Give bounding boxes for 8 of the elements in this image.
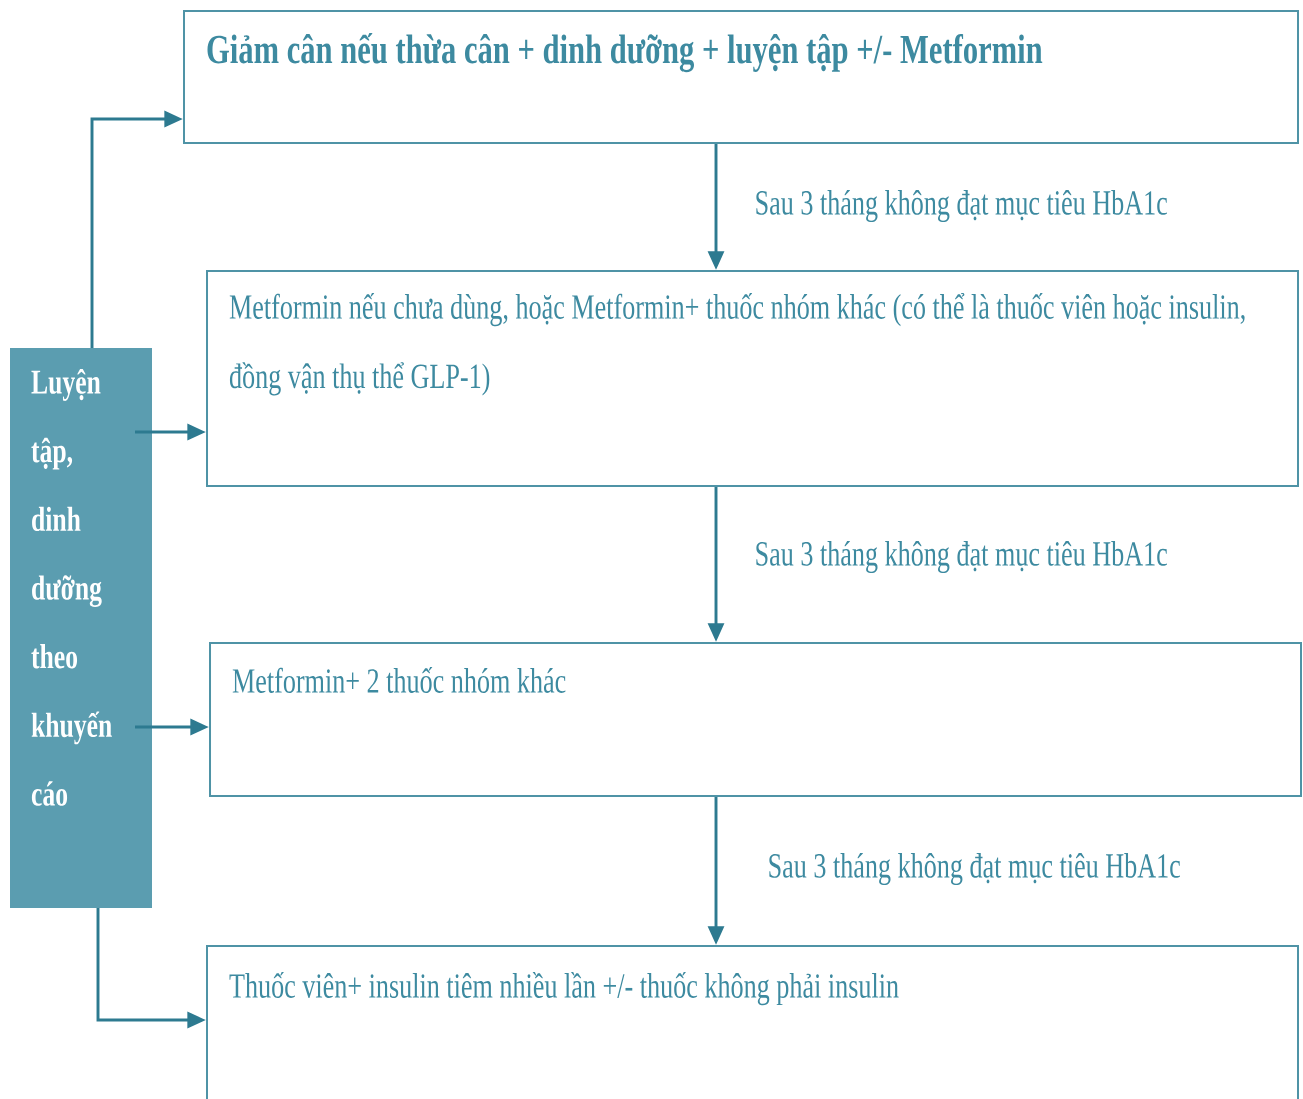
edge-label: Sau 3 tháng không đạt mục tiêu HbA1c [753,188,1170,224]
process-box: Thuốc viên+ insulin tiêm nhiều lần +/- thuốc không phải insulin [206,945,1299,1099]
edge-label: Sau 3 tháng không đạt mục tiêu HbA1c [766,851,1183,887]
process-box: Metformin nếu chưa dùng, hoặc Metformin+ thuốc nhóm khác (có thể là thuốc viên hoặc insulin, đồng vận thụ thể GLP-1) [206,270,1299,487]
side-band: Luyện tập, dinh dưỡng theo khuyến cáo [10,348,152,908]
process-box: Metformin+ 2 thuốc nhóm khác [209,642,1302,797]
edge-label: Sau 3 tháng không đạt mục tiêu HbA1c [753,539,1170,575]
process-box: Giảm cân nếu thừa cân + dinh dưỡng + luyện tập +/- Metformin [183,10,1299,144]
